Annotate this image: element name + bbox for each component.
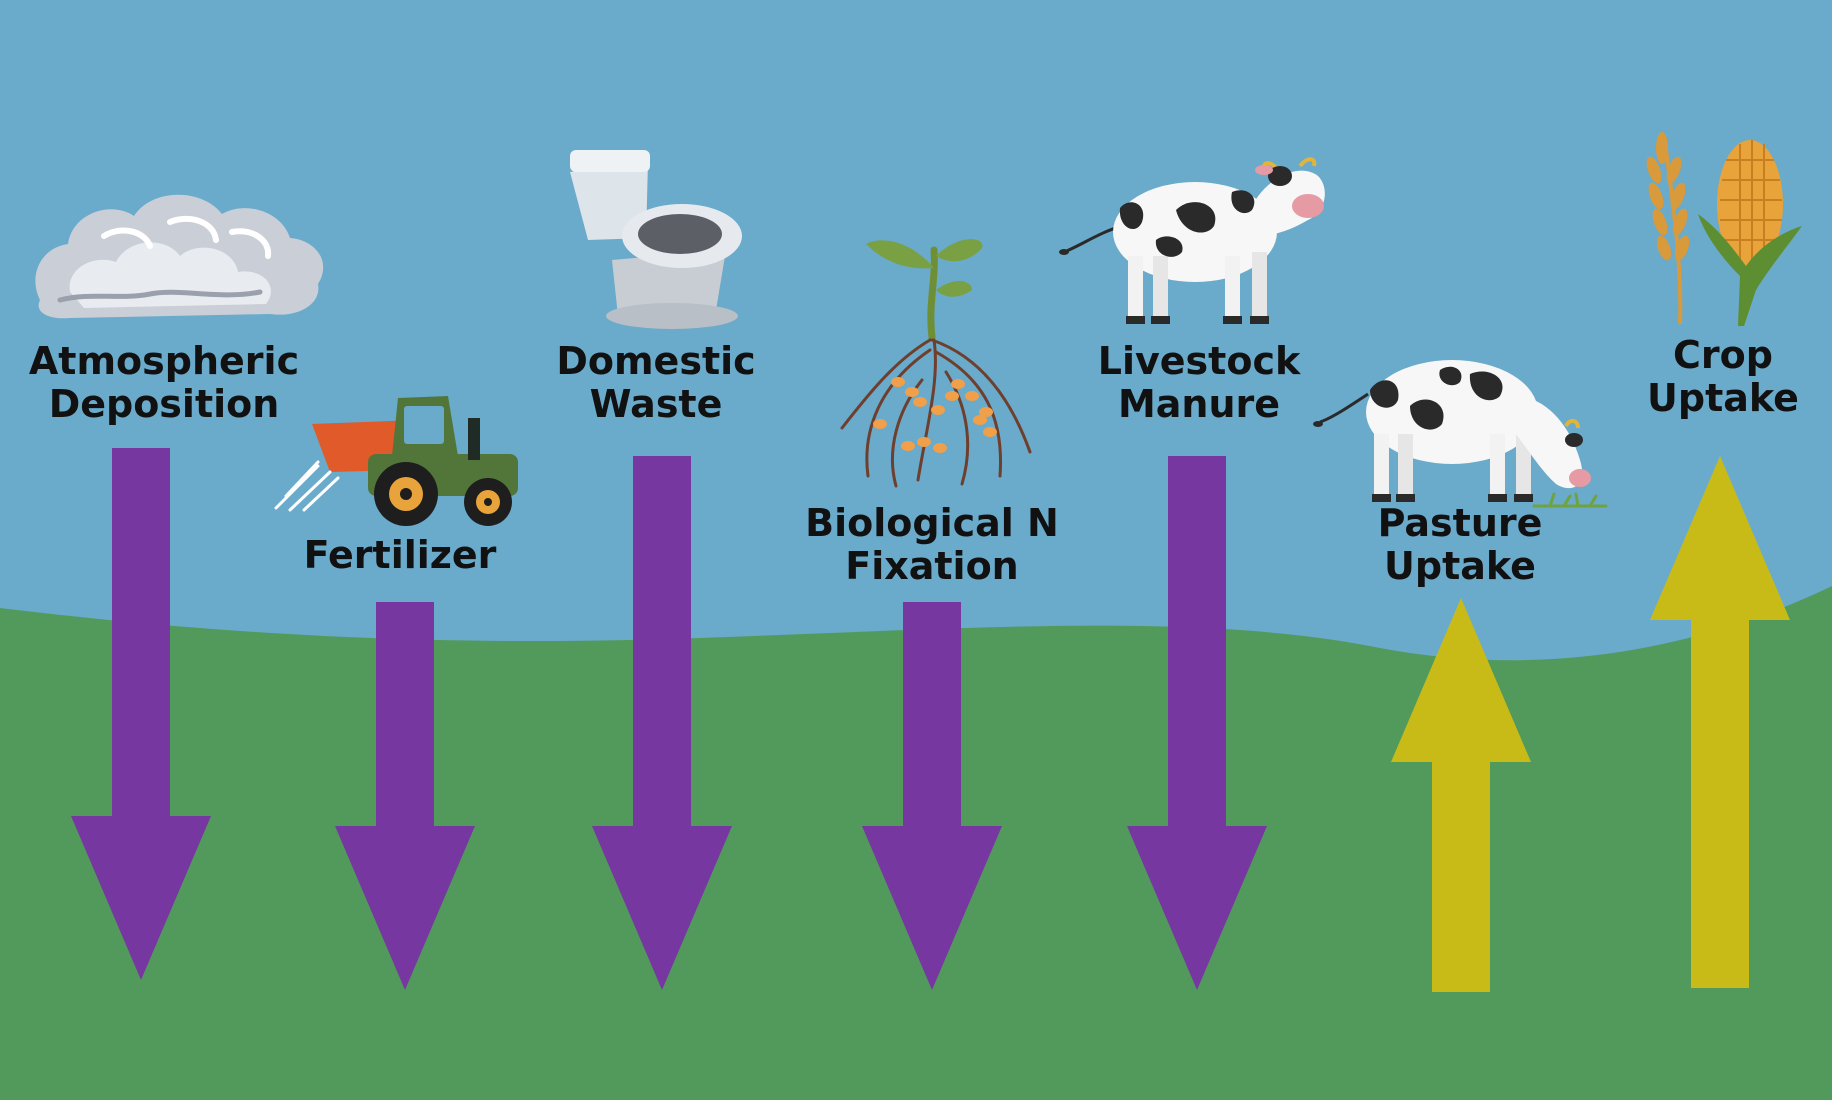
toilet-icon xyxy=(570,150,742,329)
domestic-waste-label-line-1: Domestic xyxy=(556,339,756,383)
atmospheric-deposition-input-arrow xyxy=(71,448,211,980)
tractor-icon xyxy=(274,396,518,526)
cloud-icon xyxy=(35,194,324,319)
wheat-corn-icon xyxy=(1646,132,1802,326)
fertilizer-input-arrow xyxy=(335,602,475,990)
atmospheric-deposition-label-line-1: Atmospheric xyxy=(28,339,300,383)
livestock-manure-label: Livestock Manure xyxy=(1089,340,1309,426)
biological-n-fixation-input-arrow xyxy=(862,602,1002,990)
biological-n-fixation-label-line-1: Biological N xyxy=(805,501,1059,545)
flow-arrows xyxy=(71,448,1790,992)
domestic-waste-label: Domestic Waste xyxy=(545,340,767,426)
fertilizer-label-line-1: Fertilizer xyxy=(303,533,497,577)
pasture-uptake-label-line-1: Pasture xyxy=(1377,501,1543,545)
livestock-manure-label-line-1: Livestock xyxy=(1097,339,1301,383)
pasture-uptake-label: Pasture Uptake xyxy=(1360,502,1560,588)
atmospheric-deposition-label: Atmospheric Deposition xyxy=(24,340,304,426)
crop-uptake-label-line-2: Uptake xyxy=(1647,376,1799,420)
livestock-manure-input-arrow xyxy=(1127,456,1267,990)
domestic-waste-input-arrow xyxy=(592,456,732,990)
standing-cow-icon xyxy=(1059,157,1325,324)
fertilizer-label: Fertilizer xyxy=(300,534,500,577)
grazing-cow-icon xyxy=(1313,360,1608,508)
pasture-uptake-label-line-2: Uptake xyxy=(1384,544,1536,588)
crop-uptake-output-arrow xyxy=(1650,456,1790,988)
biological-n-fixation-label-line-2: Fixation xyxy=(845,544,1019,588)
domestic-waste-label-line-2: Waste xyxy=(589,382,723,426)
crop-uptake-label-line-1: Crop xyxy=(1673,333,1773,377)
atmospheric-deposition-label-line-2: Deposition xyxy=(48,382,280,426)
crop-uptake-label: Crop Uptake xyxy=(1628,334,1818,420)
biological-n-fixation-label: Biological N Fixation xyxy=(794,502,1070,588)
pasture-uptake-output-arrow xyxy=(1391,598,1531,992)
livestock-manure-label-line-2: Manure xyxy=(1117,382,1281,426)
root-nodules-icon xyxy=(840,239,1032,488)
